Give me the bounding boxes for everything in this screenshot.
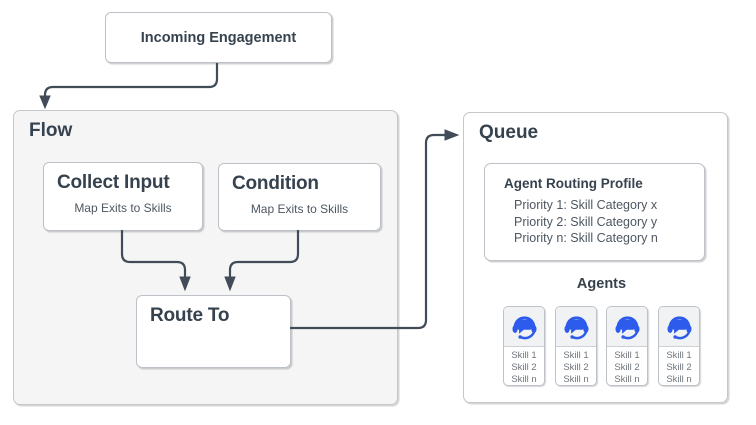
headset-chat-icon [614, 316, 640, 340]
skill-line: Skill n [563, 374, 589, 385]
skill-line: Skill n [511, 374, 537, 385]
queue-container: Queue Agent Routing Profile Priority 1: … [463, 112, 728, 403]
agents-title: Agents [576, 276, 627, 292]
agent-skills: Skill 1 Skill 2 Skill n [607, 347, 647, 385]
headset-chat-icon [563, 316, 589, 340]
skill-line: Skill 2 [666, 362, 692, 373]
agent-icon-zone [504, 307, 544, 347]
skill-line: Skill 2 [511, 362, 537, 373]
condition-node: Condition Map Exits to Skills [218, 163, 381, 231]
agent-skills: Skill 1 Skill 2 Skill n [659, 347, 699, 385]
collect-input-node: Collect Input Map Exits to Skills [43, 162, 203, 231]
skill-line: Skill 1 [563, 350, 589, 361]
agent-card: Skill 1 Skill 2 Skill n [503, 306, 545, 386]
agent-icon-zone [607, 307, 647, 347]
skill-line: Skill 2 [563, 362, 589, 373]
queue-title: Queue [479, 122, 539, 143]
collect-input-title: Collect Input [57, 172, 170, 193]
flow-title: Flow [29, 120, 73, 141]
skill-line: Skill n [614, 374, 640, 385]
agent-card: Skill 1 Skill 2 Skill n [606, 306, 648, 386]
collect-input-subtitle: Map Exits to Skills [74, 201, 172, 215]
skill-line: Skill n [666, 374, 692, 385]
agent-skills: Skill 1 Skill 2 Skill n [504, 347, 544, 385]
agent-card: Skill 1 Skill 2 Skill n [555, 306, 597, 386]
route-to-title: Route To [150, 305, 230, 326]
priority-line: Priority 1: Skill Category x [514, 198, 658, 212]
connector-incoming-to-flow [39, 63, 219, 110]
skill-line: Skill 2 [614, 362, 640, 373]
incoming-engagement-label: Incoming Engagement [140, 29, 297, 46]
priority-line: Priority 2: Skill Category y [514, 214, 658, 229]
skill-line: Skill 1 [511, 350, 537, 361]
agent-routing-profile-node: Agent Routing Profile Priority 1: Skill … [484, 163, 705, 261]
route-to-node: Route To [136, 295, 291, 368]
skill-line: Skill 1 [614, 350, 640, 361]
priority-line: Priority n: Skill Category n [514, 231, 658, 245]
condition-title: Condition [232, 173, 319, 194]
headset-chat-icon [511, 316, 537, 340]
incoming-engagement-node: Incoming Engagement [105, 12, 332, 63]
skill-line: Skill 1 [666, 350, 692, 361]
agent-skills: Skill 1 Skill 2 Skill n [556, 347, 596, 385]
flow-container: Flow Collect Input Map Exits to Skills C… [13, 110, 398, 405]
headset-chat-icon [666, 316, 692, 340]
agent-icon-zone [659, 307, 699, 347]
agent-routing-profile-title: Agent Routing Profile [504, 176, 643, 191]
agent-icon-zone [556, 307, 596, 347]
condition-subtitle: Map Exits to Skills [250, 202, 349, 216]
priority-list: Priority 1: Skill Category x Priority 2:… [485, 197, 704, 247]
agent-card: Skill 1 Skill 2 Skill n [658, 306, 700, 386]
